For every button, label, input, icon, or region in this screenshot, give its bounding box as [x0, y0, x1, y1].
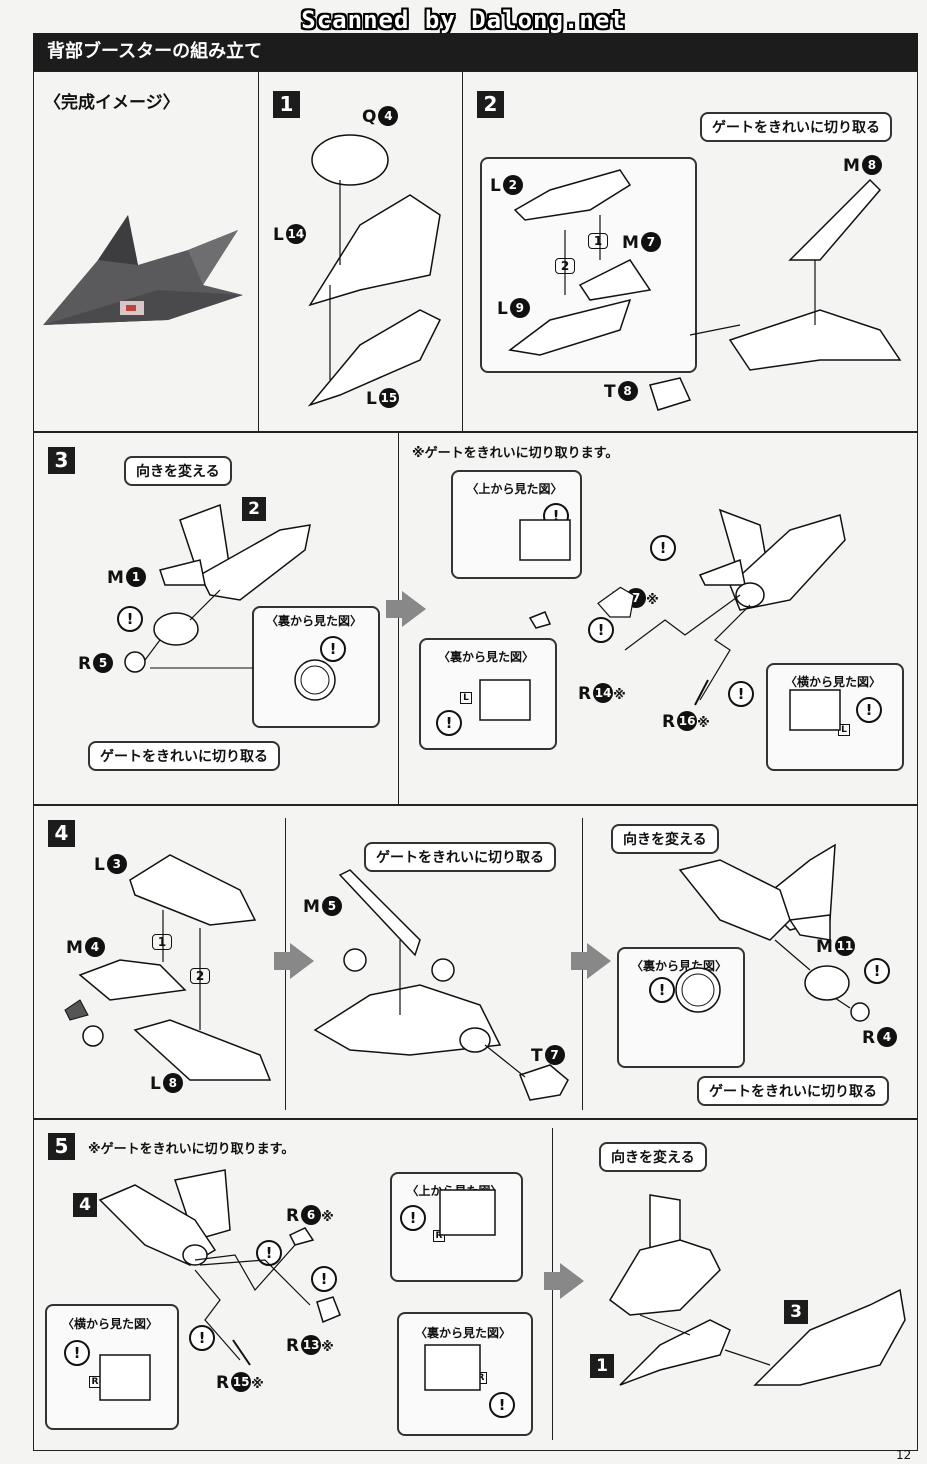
caution-icon: !	[864, 958, 890, 984]
flow-arrow-stem	[386, 600, 402, 618]
step4-back-view-box	[617, 947, 745, 1068]
step5-back-view-title: 〈裏から見た図〉	[414, 1326, 511, 1340]
caution-icon: !	[189, 1325, 215, 1351]
step4-right-diagram	[675, 843, 870, 1022]
step3-gate-note: ゲートをきれいに切り取る	[88, 741, 280, 771]
caution-icon: !	[311, 1266, 337, 1292]
step-number: 1	[273, 91, 300, 118]
caution-icon: !	[588, 617, 614, 643]
step-number: 5	[48, 1133, 75, 1160]
completed-image-title: 〈完成イメージ〉	[44, 93, 180, 113]
step3-right-diagram	[479, 508, 846, 731]
part-letter-l: L	[460, 692, 472, 704]
step2-gate-note: ゲートをきれいに切り取る	[700, 112, 892, 142]
step5-right-diagram	[609, 1194, 906, 1386]
caution-icon: !	[256, 1240, 282, 1266]
step3-turn-note: 向きを変える	[124, 456, 232, 486]
caution-icon: !	[649, 977, 675, 1003]
step4-turn-note: 向きを変える	[611, 824, 719, 854]
caution-icon: !	[320, 636, 346, 662]
divider	[462, 71, 463, 433]
step4-left-diagram	[64, 854, 272, 1081]
ref-step-number: 3	[784, 1300, 808, 1324]
flow-arrow-stem	[571, 952, 587, 970]
part-letter-r: R	[433, 1230, 445, 1242]
step4-gate-note: ゲートをきれいに切り取る	[364, 842, 556, 872]
row-3-frame	[33, 804, 918, 1120]
step4-gate-note-2: ゲートをきれいに切り取る	[697, 1076, 889, 1106]
step-number: 3	[48, 447, 75, 474]
caution-icon: !	[64, 1340, 90, 1366]
caution-icon: !	[728, 681, 754, 707]
assembly-order-1: 1	[152, 934, 172, 950]
step3-left-diagram	[124, 503, 336, 701]
step-number: 4	[48, 820, 75, 847]
step4-middle-diagram	[313, 869, 569, 1101]
step5-left-diagram	[98, 1169, 496, 1401]
scan-watermark: Scanned by Dalong.net	[301, 6, 626, 34]
row-1-frame	[33, 71, 918, 433]
step3-back-view-title-2: 〈裏から見た図〉	[437, 650, 534, 664]
row-4-frame	[33, 1118, 918, 1451]
ref-step-number: 2	[242, 497, 266, 521]
step2-diagram	[508, 169, 902, 411]
step5-side-view-title: 〈横から見た図〉	[61, 1317, 158, 1331]
divider	[258, 71, 259, 433]
step3-side-view-title: 〈横から見た図〉	[784, 675, 881, 689]
step3-top-view-title: 〈上から見た図〉	[466, 482, 563, 496]
step5-gate-instruction: ※ゲートをきれいに切り取ります。	[88, 1142, 295, 1157]
flow-arrow-stem	[544, 1272, 560, 1290]
caution-icon: !	[400, 1205, 426, 1231]
flow-arrow	[290, 943, 314, 979]
flow-arrow	[402, 591, 426, 627]
caution-icon: !	[489, 1392, 515, 1418]
step3-back-view-title: 〈裏から見た図〉	[265, 614, 362, 628]
section-header: 背部ブースターの組み立て	[33, 33, 918, 71]
caution-icon: !	[856, 697, 882, 723]
completed-jet-illustration	[43, 215, 243, 325]
row-2-frame	[33, 431, 918, 806]
flow-arrow	[560, 1263, 584, 1299]
divider	[398, 431, 399, 806]
caution-icon: !	[117, 606, 143, 632]
step1-diagram	[307, 134, 442, 407]
flow-arrow	[587, 943, 611, 979]
ref-step-number: 4	[73, 1193, 97, 1217]
page-number: 12	[896, 1448, 912, 1462]
caution-icon: !	[650, 535, 676, 561]
assembly-order-1: 1	[588, 233, 608, 249]
step5-turn-note: 向きを変える	[599, 1142, 707, 1172]
step-number: 2	[477, 91, 504, 118]
caution-icon: !	[436, 710, 462, 736]
flow-arrow-stem	[274, 952, 290, 970]
step3-gate-instruction: ※ゲートをきれいに切り取ります。	[412, 446, 619, 461]
ref-step-number: 1	[590, 1354, 614, 1378]
